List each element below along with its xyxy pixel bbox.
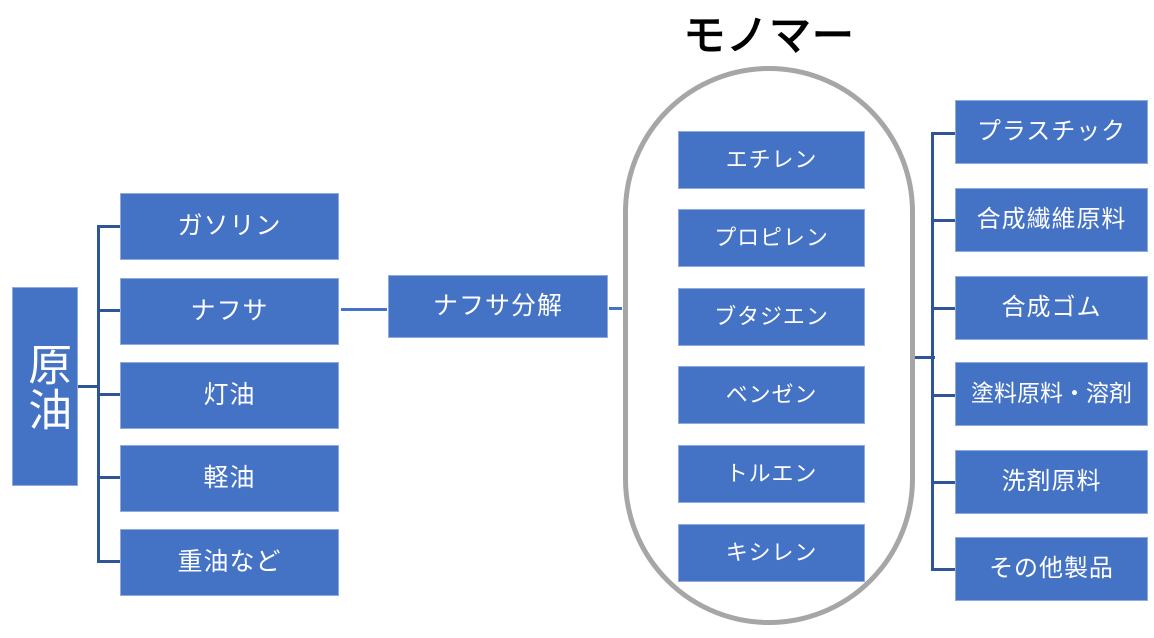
product-branch-synthetic-rubber xyxy=(931,307,956,310)
fraction-box-gasoil[interactable]: 軽油 xyxy=(120,445,339,512)
fraction-branch-kerosene xyxy=(97,393,121,396)
fraction-box-heavyoil[interactable]: 重油など xyxy=(120,529,339,596)
cracker-to-monomer-connector xyxy=(609,307,622,310)
monomer-box-benzene[interactable]: ベンゼン xyxy=(678,366,865,424)
fraction-box-gasoline[interactable]: ガソリン xyxy=(120,193,339,260)
fraction-branch-naphtha xyxy=(97,309,121,312)
product-branch-plastic xyxy=(931,132,956,135)
monomer-box-xylene[interactable]: キシレン xyxy=(678,524,865,582)
fraction-box-kerosene[interactable]: 灯油 xyxy=(120,362,339,429)
crude-oil-box[interactable]: 原油 xyxy=(12,287,78,486)
product-box-paint-solvent[interactable]: 塗料原料・溶剤 xyxy=(955,362,1148,426)
product-box-detergent[interactable]: 洗剤原料 xyxy=(955,450,1148,514)
product-box-other[interactable]: その他製品 xyxy=(955,537,1148,601)
naphtha-to-cracker-connector xyxy=(341,308,387,311)
monomer-group-outline xyxy=(623,66,915,625)
crude-oil-stem xyxy=(78,385,100,388)
product-branch-other xyxy=(931,568,956,571)
monomer-box-butadiene[interactable]: ブタジエン xyxy=(678,288,865,346)
product-box-synthetic-rubber[interactable]: 合成ゴム xyxy=(955,276,1148,340)
product-box-synthetic-fiber[interactable]: 合成繊維原料 xyxy=(955,188,1148,252)
fraction-branch-gasoil xyxy=(97,476,121,479)
product-trunk xyxy=(931,132,934,569)
fraction-branch-heavyoil xyxy=(97,560,121,563)
product-branch-detergent xyxy=(931,481,956,484)
product-branch-paint-solvent xyxy=(931,394,956,397)
fraction-branch-gasoline xyxy=(97,225,121,228)
naphtha-cracker-box[interactable]: ナフサ分解 xyxy=(388,275,608,338)
monomer-box-toluene[interactable]: トルエン xyxy=(678,445,865,503)
product-branch-synthetic-fiber xyxy=(931,219,956,222)
product-box-plastic[interactable]: プラスチック xyxy=(955,100,1148,164)
monomer-box-propylene[interactable]: プロピレン xyxy=(678,209,865,267)
monomer-group-title: モノマー xyxy=(683,11,855,60)
monomer-to-product-stem xyxy=(915,356,935,359)
fraction-box-naphtha[interactable]: ナフサ xyxy=(120,278,339,345)
monomer-box-ethylene[interactable]: エチレン xyxy=(678,131,865,189)
